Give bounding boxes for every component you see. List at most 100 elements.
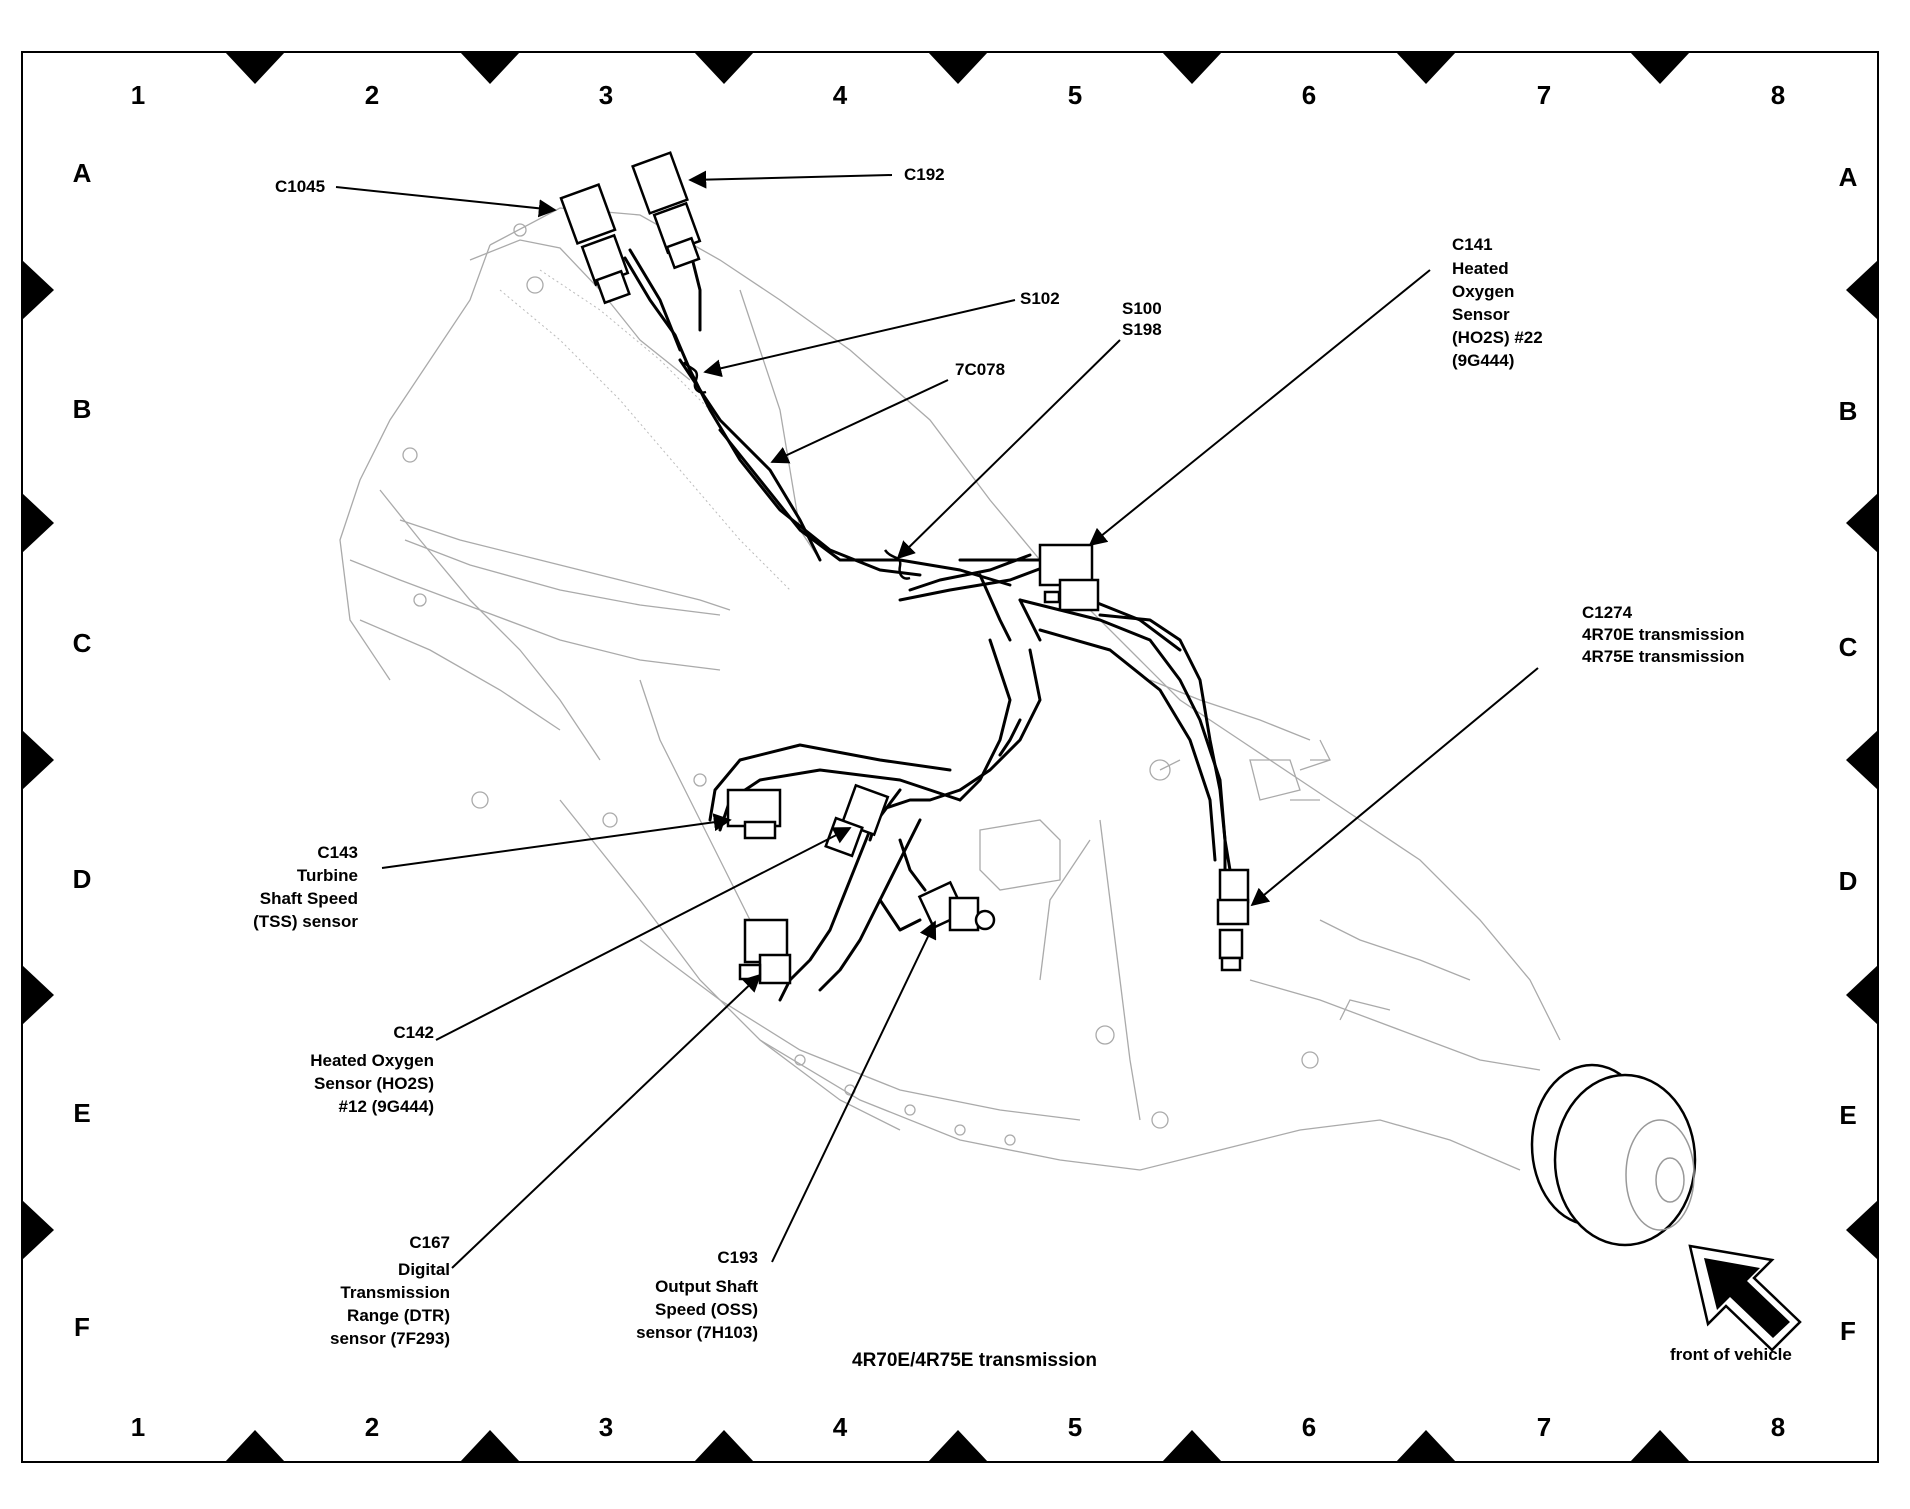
grid-marker-bottom-2 bbox=[460, 1430, 520, 1462]
label-c141-line1: C141 bbox=[1452, 235, 1493, 254]
grid-marker-top-7 bbox=[1630, 52, 1690, 84]
grid-row-f-right: F bbox=[1840, 1316, 1856, 1346]
grid-marker-top-2 bbox=[460, 52, 520, 84]
connector-c167 bbox=[738, 918, 792, 985]
grid-col-5-bottom: 5 bbox=[1068, 1412, 1082, 1442]
connector-c142 bbox=[824, 783, 890, 858]
transmission-illustration bbox=[339, 207, 1697, 1247]
grid-marker-left-3 bbox=[22, 730, 54, 790]
grid-marker-bottom-7 bbox=[1630, 1430, 1690, 1462]
label-c143-line2: Turbine bbox=[297, 866, 358, 885]
label-s102: S102 bbox=[1020, 289, 1060, 308]
grid-marker-top-6 bbox=[1396, 52, 1456, 84]
grid-row-e-left: E bbox=[73, 1098, 90, 1128]
grid-marker-top-1 bbox=[225, 52, 285, 84]
grid-markers bbox=[22, 52, 1878, 1462]
grid-marker-left-5 bbox=[22, 1200, 54, 1260]
label-c142-line2: Heated Oxygen bbox=[310, 1051, 434, 1070]
label-s100: S100 bbox=[1122, 299, 1162, 318]
label-c143-line4: (TSS) sensor bbox=[253, 912, 358, 931]
label-c167-line1: C167 bbox=[409, 1233, 450, 1252]
grid-marker-left-1 bbox=[22, 260, 54, 320]
grid-col-7-top: 7 bbox=[1537, 80, 1551, 110]
grid-row-d-left: D bbox=[73, 864, 92, 894]
label-c141-line4: Sensor bbox=[1452, 305, 1510, 324]
grid-marker-bottom-6 bbox=[1396, 1430, 1456, 1462]
label-s198: S198 bbox=[1122, 320, 1162, 339]
label-c141-line3: Oxygen bbox=[1452, 282, 1514, 301]
grid-col-8-bottom: 8 bbox=[1771, 1412, 1785, 1442]
grid-col-6-bottom: 6 bbox=[1302, 1412, 1316, 1442]
grid-col-4-top: 4 bbox=[833, 80, 848, 110]
grid-column-labels-top: 1 2 3 4 5 6 7 8 bbox=[131, 80, 1785, 110]
grid-marker-bottom-5 bbox=[1162, 1430, 1222, 1462]
label-c142-line4: #12 (9G444) bbox=[339, 1097, 434, 1116]
grid-col-7-bottom: 7 bbox=[1537, 1412, 1551, 1442]
label-c167-line2: Digital bbox=[398, 1260, 450, 1279]
grid-marker-top-3 bbox=[694, 52, 754, 84]
label-7c078: 7C078 bbox=[955, 360, 1005, 379]
grid-row-labels-right: A B C D E F bbox=[1839, 162, 1858, 1346]
label-c141-line5: (HO2S) #22 bbox=[1452, 328, 1543, 347]
grid-marker-bottom-1 bbox=[225, 1430, 285, 1462]
label-c1274-line3: 4R75E transmission bbox=[1582, 647, 1745, 666]
grid-row-c-left: C bbox=[73, 628, 92, 658]
grid-col-5-top: 5 bbox=[1068, 80, 1082, 110]
leader-lines bbox=[335, 170, 1539, 1269]
label-c193-line2: Output Shaft bbox=[655, 1277, 758, 1296]
label-c167-line4: Range (DTR) bbox=[347, 1306, 450, 1325]
grid-col-2-bottom: 2 bbox=[365, 1412, 379, 1442]
connector-c141 bbox=[1038, 543, 1100, 612]
label-c1045: C1045 bbox=[275, 177, 325, 196]
grid-marker-bottom-4 bbox=[928, 1430, 988, 1462]
splice-s100-s198 bbox=[883, 549, 911, 580]
label-c143-line1: C143 bbox=[317, 843, 358, 862]
connector-c193 bbox=[917, 880, 996, 932]
label-c1274-line1: C1274 bbox=[1582, 603, 1633, 622]
grid-col-2-top: 2 bbox=[365, 80, 379, 110]
grid-row-b-right: B bbox=[1839, 396, 1858, 426]
diagram-caption: 4R70E/4R75E transmission bbox=[852, 1350, 1097, 1371]
label-c167-line5: sensor (7F293) bbox=[330, 1329, 450, 1348]
grid-marker-right-3 bbox=[1846, 730, 1878, 790]
grid-col-8-top: 8 bbox=[1771, 80, 1785, 110]
connector-c143 bbox=[726, 788, 782, 840]
splice-s102 bbox=[683, 361, 707, 394]
grid-marker-right-4 bbox=[1846, 965, 1878, 1025]
label-c141-line6: (9G444) bbox=[1452, 351, 1514, 370]
grid-row-a-left: A bbox=[73, 158, 92, 188]
grid-col-1-bottom: 1 bbox=[131, 1412, 145, 1442]
grid-col-4-bottom: 4 bbox=[833, 1412, 848, 1442]
connector-c192 bbox=[631, 151, 702, 270]
label-c193-line1: C193 bbox=[717, 1248, 758, 1267]
connector-c1274 bbox=[1216, 868, 1250, 972]
grid-col-1-top: 1 bbox=[131, 80, 145, 110]
grid-col-3-bottom: 3 bbox=[599, 1412, 613, 1442]
grid-column-labels-bottom: 1 2 3 4 5 6 7 8 bbox=[131, 1412, 1785, 1442]
label-c167-line3: Transmission bbox=[340, 1283, 450, 1302]
label-c142-line1: C142 bbox=[393, 1023, 434, 1042]
grid-row-f-left: F bbox=[74, 1312, 90, 1342]
connector-labels: C1045 C192 S102 S100 S198 7C078 C141 Hea… bbox=[253, 165, 1744, 1348]
grid-marker-top-5 bbox=[1162, 52, 1222, 84]
grid-marker-right-1 bbox=[1846, 260, 1878, 320]
label-c193-line4: sensor (7H103) bbox=[636, 1323, 758, 1342]
wiring-harness bbox=[623, 248, 1232, 1002]
front-of-vehicle-label: front of vehicle bbox=[1670, 1345, 1792, 1364]
grid-row-labels-left: A B C D E F bbox=[73, 158, 92, 1342]
grid-col-6-top: 6 bbox=[1302, 80, 1316, 110]
label-c1274-line2: 4R70E transmission bbox=[1582, 625, 1745, 644]
grid-row-d-right: D bbox=[1839, 866, 1858, 896]
grid-marker-right-2 bbox=[1846, 493, 1878, 553]
grid-marker-left-2 bbox=[22, 493, 54, 553]
grid-row-b-left: B bbox=[73, 394, 92, 424]
grid-col-3-top: 3 bbox=[599, 80, 613, 110]
grid-row-e-right: E bbox=[1839, 1100, 1856, 1130]
grid-row-a-right: A bbox=[1839, 162, 1858, 192]
connector-c1045 bbox=[559, 183, 631, 305]
label-c141-line2: Heated bbox=[1452, 259, 1509, 278]
label-c143-line3: Shaft Speed bbox=[260, 889, 358, 908]
grid-marker-top-4 bbox=[928, 52, 988, 84]
grid-marker-right-5 bbox=[1846, 1200, 1878, 1260]
